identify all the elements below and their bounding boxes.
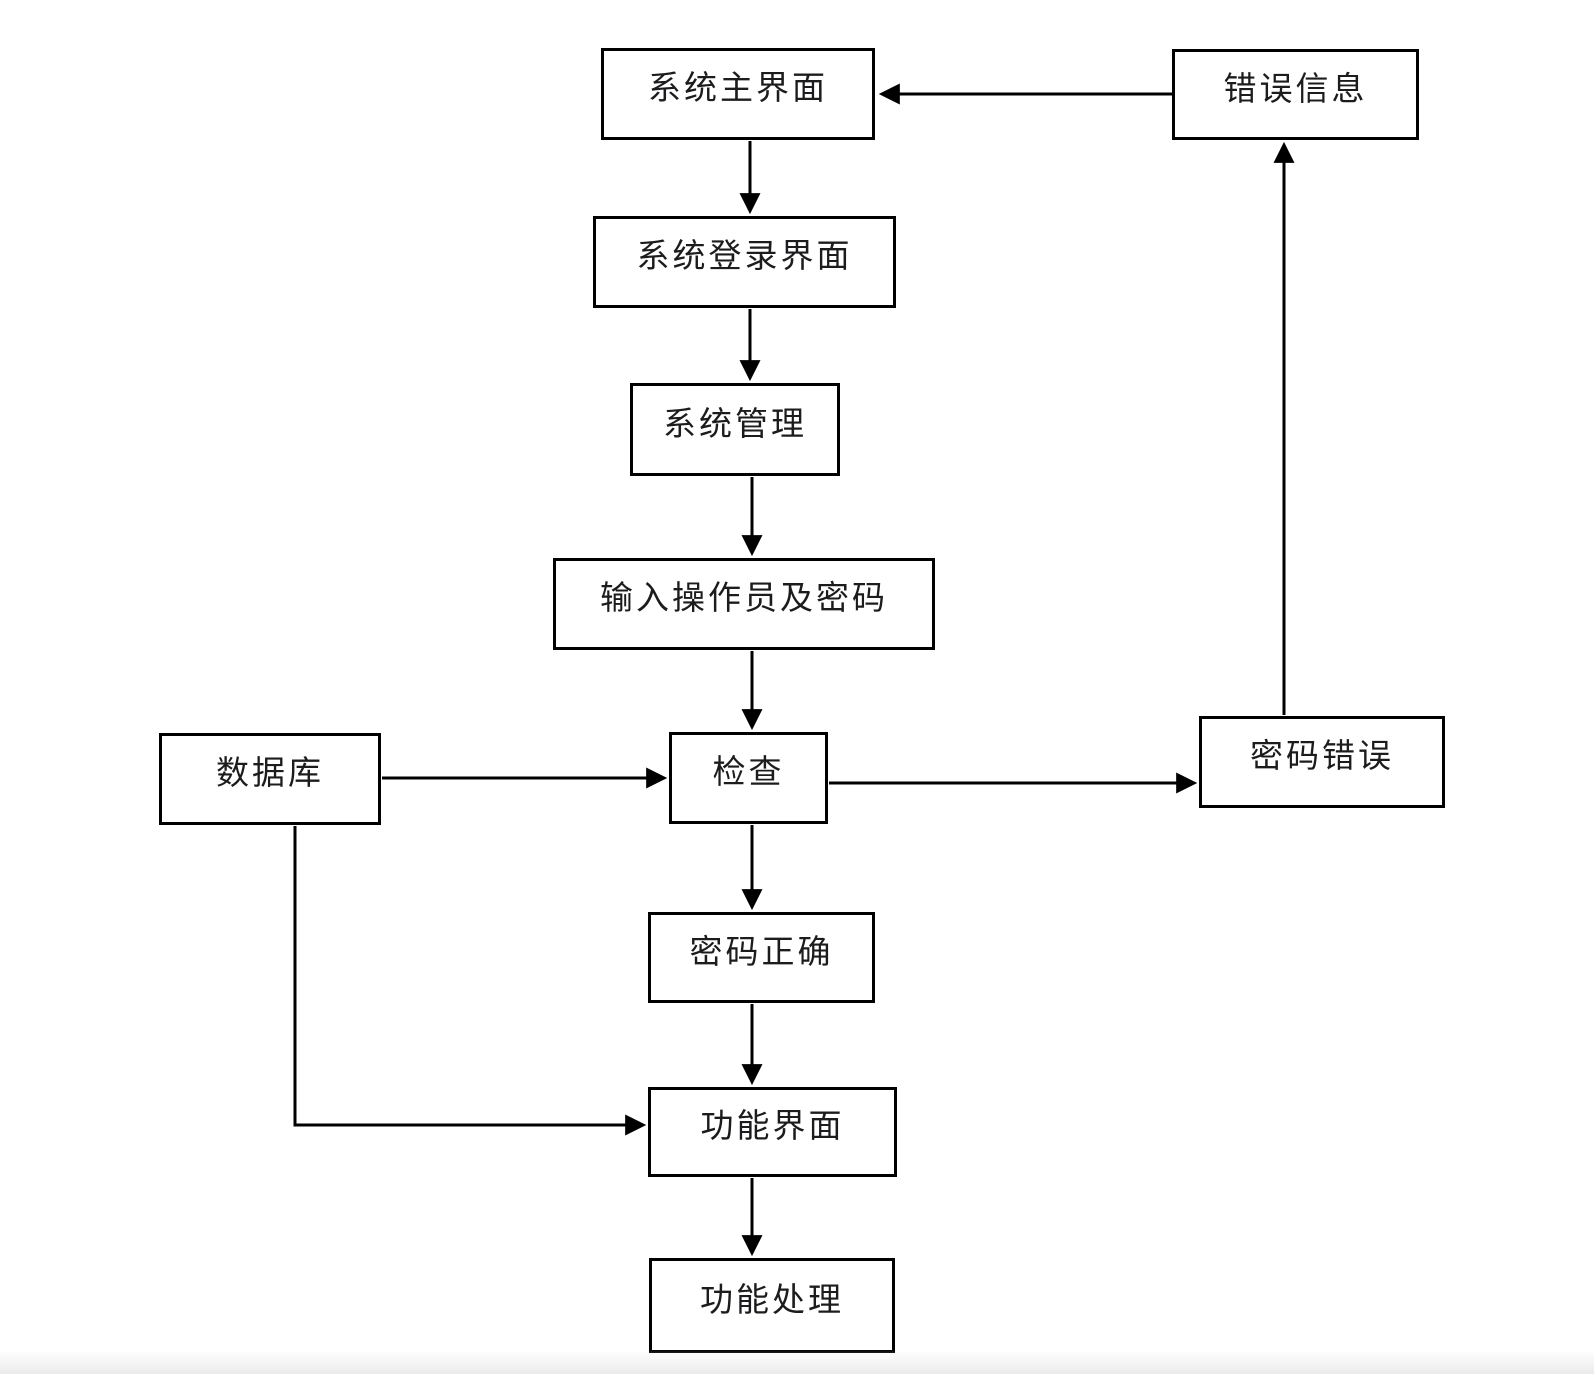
node-password-correct: 密码正确 (648, 912, 875, 1003)
node-login-interface: 系统登录界面 (593, 216, 896, 308)
node-database: 数据库 (159, 733, 381, 825)
node-function-processing: 功能处理 (649, 1258, 895, 1353)
node-check: 检查 (669, 732, 828, 824)
node-input-operator-password: 输入操作员及密码 (553, 558, 935, 650)
node-main-interface: 系统主界面 (601, 48, 875, 140)
page-bottom-edge (0, 1350, 1594, 1374)
edge-database-to-function-interface (293, 826, 647, 1136)
node-password-error: 密码错误 (1199, 716, 1445, 808)
node-system-management: 系统管理 (630, 383, 840, 476)
node-error-info: 错误信息 (1172, 49, 1419, 140)
node-function-interface: 功能界面 (648, 1087, 897, 1177)
